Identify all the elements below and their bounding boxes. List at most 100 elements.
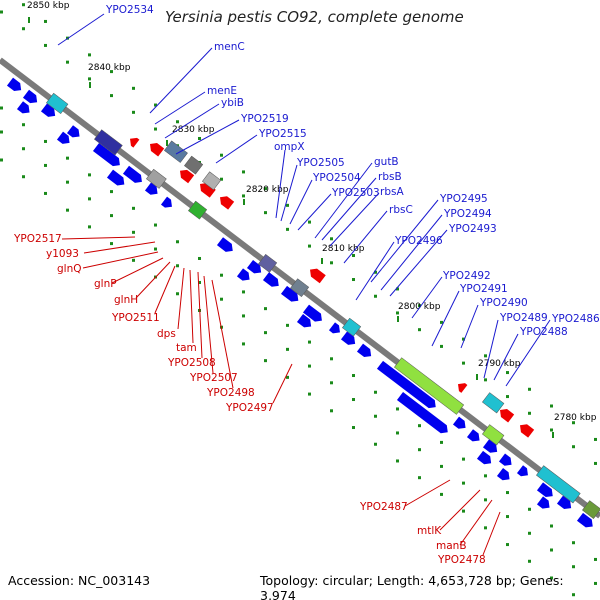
gene-label-forward[interactable]: YPO2494 <box>443 208 492 220</box>
rna-feature <box>46 92 69 115</box>
track-dot <box>0 106 3 110</box>
gene-label-reverse[interactable]: YPO2511 <box>111 312 160 324</box>
gene-label-forward[interactable]: YPO2515 <box>258 128 307 140</box>
forward-gene-arrow <box>496 468 510 481</box>
track-dot <box>572 593 575 597</box>
track-dot <box>396 459 399 463</box>
track-dot <box>242 194 245 198</box>
track-dot <box>132 258 135 262</box>
track-dot <box>550 428 553 432</box>
track-dot <box>374 270 377 274</box>
forward-gene-arrow <box>106 169 125 186</box>
forward-gene-arrow <box>216 237 233 252</box>
track-dot <box>506 491 509 495</box>
gene-label-forward[interactable]: YPO2534 <box>105 4 154 16</box>
gene-label-forward[interactable]: YPO2488 <box>519 326 568 338</box>
reverse-gene-arrow <box>130 137 140 148</box>
gene-label-reverse[interactable]: YPO2487 <box>359 501 408 513</box>
tick-label: 2830 kbp <box>172 125 215 135</box>
gene-label-forward[interactable]: menE <box>207 85 237 97</box>
gene-label-reverse[interactable]: y1093 <box>46 248 79 260</box>
gene-label-reverse[interactable]: glnQ <box>57 263 82 275</box>
forward-gene-arrow <box>498 453 512 466</box>
track-dot <box>110 94 113 98</box>
gene-label-reverse[interactable]: YPO2508 <box>167 357 216 369</box>
track-dot <box>440 464 443 468</box>
track-dot <box>352 374 355 378</box>
forward-gene-arrow <box>466 429 480 442</box>
forward-gene-arrow <box>280 285 299 302</box>
forward-gene-arrow <box>476 450 492 465</box>
gene-label-forward[interactable]: YPO2491 <box>459 283 508 295</box>
track-dot <box>220 297 223 301</box>
gene-label-forward[interactable]: YPO2504 <box>312 172 361 184</box>
track-dot <box>88 53 91 57</box>
gene-label-reverse[interactable]: YPO2497 <box>225 402 274 414</box>
track-dot <box>330 409 333 413</box>
gene-label-forward[interactable]: YPO2503 <box>331 187 380 199</box>
track-dot <box>308 364 311 368</box>
gene-label-reverse[interactable]: dps <box>157 328 176 340</box>
track-dot <box>132 230 135 234</box>
gene-label-forward[interactable]: gutB <box>374 156 399 168</box>
gene-label-forward[interactable]: rbsA <box>380 186 404 198</box>
gene-label-forward[interactable]: YPO2486 <box>551 313 600 325</box>
gene-label-reverse[interactable]: glnH <box>114 294 138 306</box>
gene-label-forward[interactable]: rbsB <box>378 171 402 183</box>
gene-label-reverse[interactable]: YPO2517 <box>13 233 62 245</box>
track-dot <box>22 147 25 151</box>
gene-label-forward[interactable]: YPO2489 <box>499 312 548 324</box>
track-dot <box>418 328 421 332</box>
gene-label-forward[interactable]: ybiB <box>221 97 244 109</box>
track-dot <box>528 531 531 535</box>
gene-label-forward[interactable]: YPO2493 <box>448 223 497 235</box>
forward-gene-arrow <box>122 165 142 183</box>
forward-gene-arrow <box>56 131 70 144</box>
tick-label: 2790 kbp <box>478 359 521 369</box>
feature-box <box>188 200 208 220</box>
track-dot <box>132 206 135 210</box>
forward-gene-arrow <box>144 182 158 195</box>
feature-box <box>94 129 123 156</box>
track-dot <box>22 27 25 31</box>
gene-label-forward[interactable]: menC <box>214 41 245 53</box>
track-dot <box>484 378 487 382</box>
gene-label-reverse[interactable]: mtlK <box>417 525 442 537</box>
feature-box <box>582 500 600 519</box>
gene-label-forward[interactable]: YPO2505 <box>296 157 345 169</box>
gene-label-reverse[interactable]: tam <box>176 342 197 354</box>
gene-label-forward[interactable]: ompX <box>274 141 305 153</box>
track-dot <box>242 290 245 294</box>
gene-label-forward[interactable]: rbsC <box>389 204 413 216</box>
reverse-gene-arrow <box>150 143 165 157</box>
track-dot <box>0 10 3 14</box>
forward-gene-arrow <box>16 101 30 114</box>
gene-label-reverse[interactable]: glnP <box>94 278 117 290</box>
gene-label-forward[interactable]: YPO2495 <box>439 193 488 205</box>
gene-label-reverse[interactable]: YPO2498 <box>206 387 255 399</box>
forward-gene-arrow <box>482 439 498 453</box>
gene-label-reverse[interactable]: YPO2478 <box>437 554 486 566</box>
track-dot <box>308 244 311 248</box>
track-dot <box>264 331 267 335</box>
reverse-gene-arrow <box>520 424 535 438</box>
gene-label-forward[interactable]: YPO2492 <box>442 270 491 282</box>
gene-label-forward[interactable]: YPO2519 <box>240 113 289 125</box>
gene-label-reverse[interactable]: manB <box>436 540 467 552</box>
gene-label-forward[interactable]: YPO2490 <box>479 297 528 309</box>
track-dot <box>594 581 597 585</box>
forward-gene-arrow <box>452 416 466 429</box>
track-dot <box>528 507 531 511</box>
tick-label: 2850 kbp <box>27 1 70 11</box>
track-dot <box>220 153 223 157</box>
track-dot <box>418 304 421 308</box>
track-dot <box>220 177 223 181</box>
track-dot <box>506 543 509 547</box>
track-dot <box>418 448 421 452</box>
gene-label-reverse[interactable]: YPO2507 <box>189 372 238 384</box>
gene-label-forward[interactable]: YPO2496 <box>394 235 443 247</box>
forward-gene-arrow <box>22 89 38 104</box>
track-dot <box>198 280 201 284</box>
highlighted-gene <box>394 357 465 415</box>
track-dot <box>176 120 179 124</box>
